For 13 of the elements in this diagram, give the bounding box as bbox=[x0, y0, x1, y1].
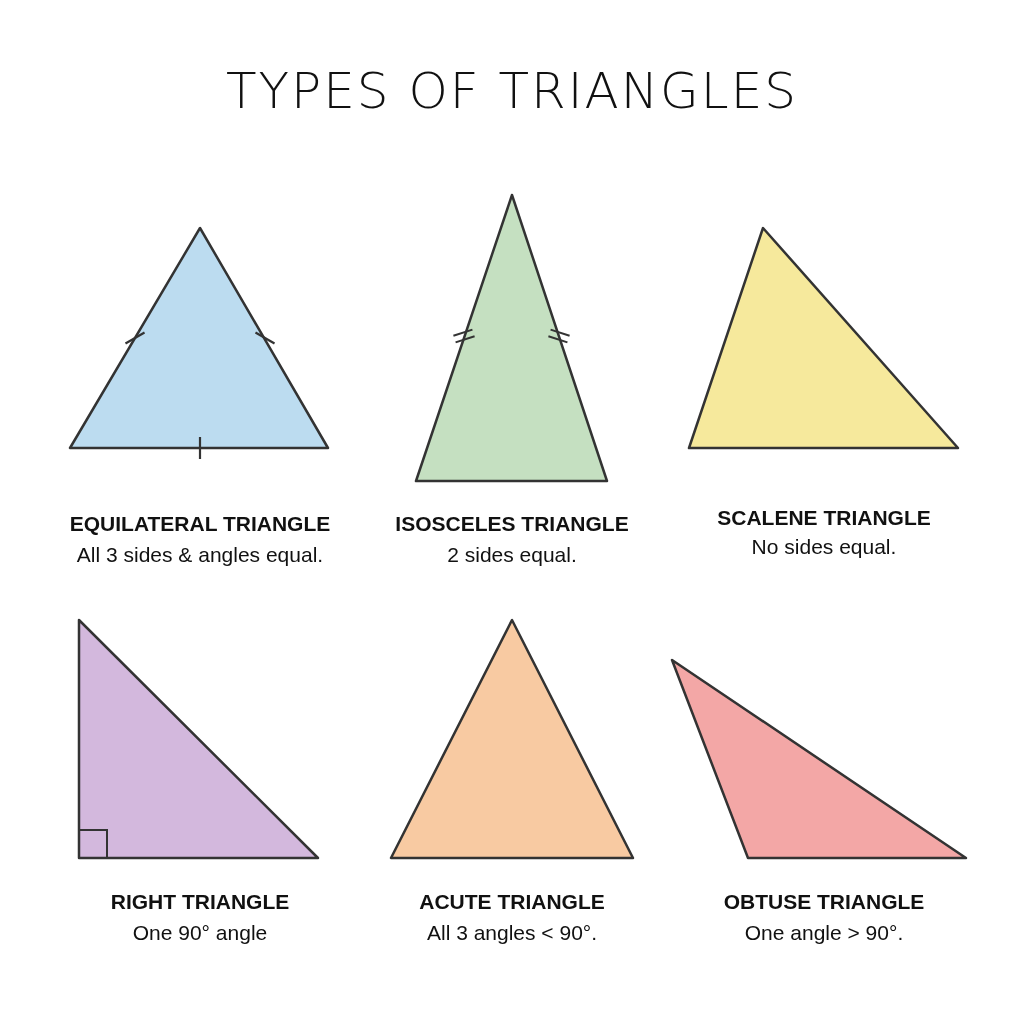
title: TYPES OF TRIANGLES bbox=[224, 62, 799, 120]
triangle-name: ISOSCELES TRIANGLE bbox=[394, 512, 630, 536]
triangle-name: RIGHT TRIANGLE bbox=[109, 890, 291, 914]
triangle-description: All 3 angles < 90°. bbox=[425, 921, 599, 945]
triangle-name: ACUTE TRIANGLE bbox=[418, 890, 606, 914]
triangle-description: All 3 sides & angles equal. bbox=[75, 543, 325, 567]
triangle-description: 2 sides equal. bbox=[446, 543, 578, 567]
triangle-description: One angle > 90°. bbox=[743, 921, 905, 945]
triangle-name: SCALENE TRIANGLE bbox=[716, 506, 932, 530]
triangle-name: EQUILATERAL TRIANGLE bbox=[68, 512, 332, 536]
triangle-name: OBTUSE TRIANGLE bbox=[722, 890, 926, 914]
triangle-description: No sides equal. bbox=[750, 535, 898, 559]
triangle-description: One 90° angle bbox=[131, 921, 269, 945]
